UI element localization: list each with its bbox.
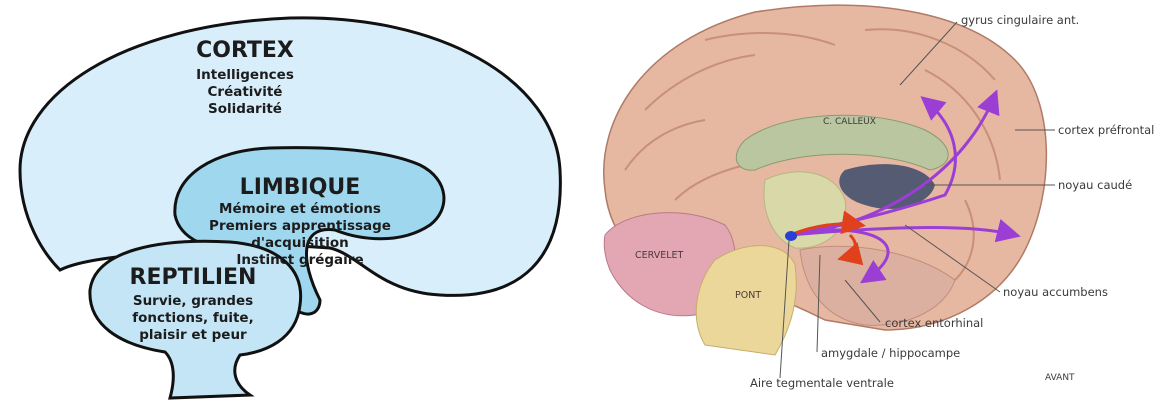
triune-brain-diagram: CORTEX Intelligences Créativité Solidari…	[0, 0, 590, 408]
callout-gyrus-cingulaire: gyrus cingulaire ant.	[961, 13, 1079, 27]
limbique-line-2: Premiers apprentissage	[209, 218, 391, 234]
label-pont: PONT	[735, 290, 761, 301]
anatomical-brain-svg: C. CALLEUX CERVELET PONT gyrus cingulair…	[585, 0, 1171, 408]
callout-aire-tegmentale: Aire tegmentale ventrale	[750, 376, 894, 390]
cortex-line-2: Créativité	[208, 84, 283, 100]
triune-brain-svg: CORTEX Intelligences Créativité Solidari…	[0, 0, 590, 408]
callout-cortex-prefrontal: cortex préfrontal	[1058, 123, 1154, 137]
callout-noyau-accumbens: noyau accumbens	[1003, 285, 1108, 299]
reptilien-title: REPTILIEN	[130, 265, 257, 290]
reptilien-line-1: Survie, grandes	[133, 293, 253, 309]
cortex-title: CORTEX	[196, 38, 294, 63]
callout-noyau-caude: noyau caudé	[1058, 178, 1132, 192]
cortex-line-1: Intelligences	[196, 67, 294, 83]
cortex-line-3: Solidarité	[208, 101, 282, 117]
callout-amygdale-hippocampe: amygdale / hippocampe	[821, 346, 960, 360]
reptilien-line-3: plaisir et peur	[139, 327, 247, 343]
limbique-line-1: Mémoire et émotions	[219, 201, 381, 217]
limbique-title: LIMBIQUE	[240, 175, 361, 200]
orientation-label: AVANT	[1045, 373, 1075, 383]
label-cervelet: CERVELET	[635, 250, 684, 261]
label-corps-calleux: C. CALLEUX	[823, 117, 876, 127]
reptilien-line-2: fonctions, fuite,	[132, 310, 253, 326]
anatomical-brain-illustration: C. CALLEUX CERVELET PONT gyrus cingulair…	[585, 0, 1171, 408]
vta-marker	[785, 231, 797, 241]
limbique-line-3: d'acquisition	[251, 235, 348, 251]
callout-cortex-entorhinal: cortex entorhinal	[885, 316, 983, 330]
